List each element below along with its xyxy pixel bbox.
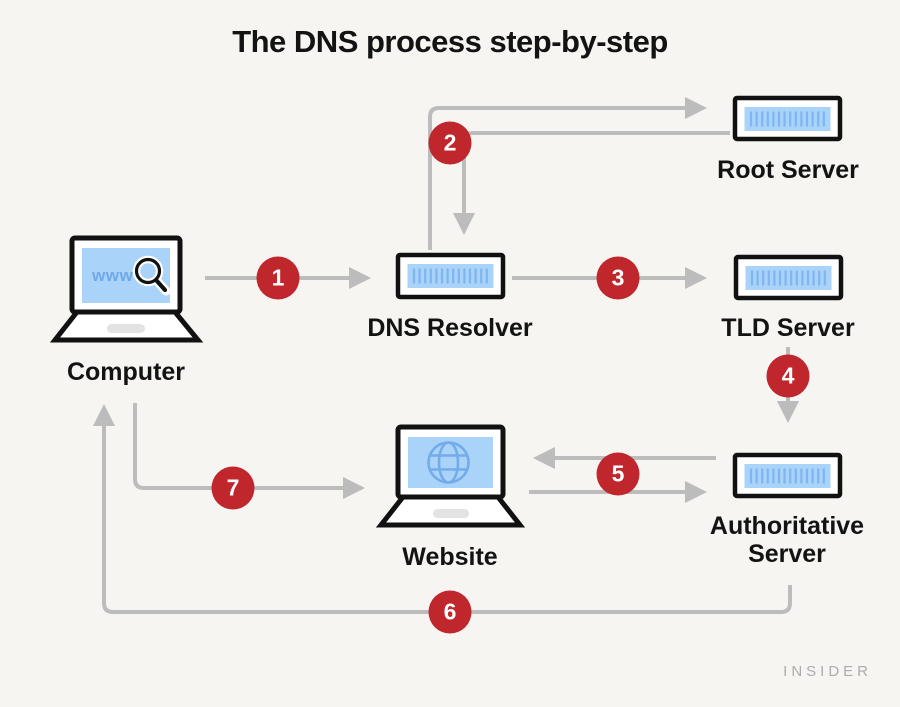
globe-icon	[427, 441, 470, 484]
authoritative-server-label-line2: Server	[748, 540, 826, 568]
insider-watermark: INSIDER	[783, 663, 872, 680]
server-vents	[750, 270, 826, 286]
server-vents	[412, 268, 488, 284]
arrow-step-2-response	[453, 131, 730, 235]
root-server-icon	[732, 95, 843, 142]
dns-resolver-server-icon	[395, 252, 506, 300]
arrow-step-7	[133, 403, 365, 499]
arrow-step-5-to-website	[533, 447, 716, 469]
step-badge-3: 3	[596, 256, 640, 300]
arrow-step-2-request	[428, 97, 707, 250]
server-vents	[749, 111, 825, 127]
authoritative-server-label: Authoritative Server	[710, 512, 864, 568]
step-badge-5: 5	[596, 452, 640, 496]
computer-laptop-icon: www	[49, 235, 204, 343]
tld-server-label: TLD Server	[721, 314, 855, 342]
step-badge-4: 4	[766, 354, 810, 398]
step-badge-1: 1	[256, 256, 300, 300]
laptop-slot	[107, 324, 145, 333]
laptop-slot	[433, 509, 469, 518]
step-badge-2: 2	[428, 121, 472, 165]
search-icon	[132, 255, 171, 296]
server-vents	[749, 468, 825, 484]
step-badge-7: 7	[211, 466, 255, 510]
website-laptop-icon	[375, 424, 526, 528]
page-title: The DNS process step-by-step	[232, 24, 668, 59]
step-badge-6: 6	[428, 590, 472, 634]
root-server-label: Root Server	[717, 156, 859, 184]
tld-server-icon	[733, 254, 844, 301]
dns-resolver-label: DNS Resolver	[367, 314, 533, 342]
authoritative-server-icon	[732, 452, 843, 499]
browser-url-text: www	[91, 266, 133, 285]
website-label: Website	[402, 543, 498, 571]
authoritative-server-label-line1: Authoritative	[709, 512, 865, 540]
computer-label: Computer	[66, 358, 186, 386]
